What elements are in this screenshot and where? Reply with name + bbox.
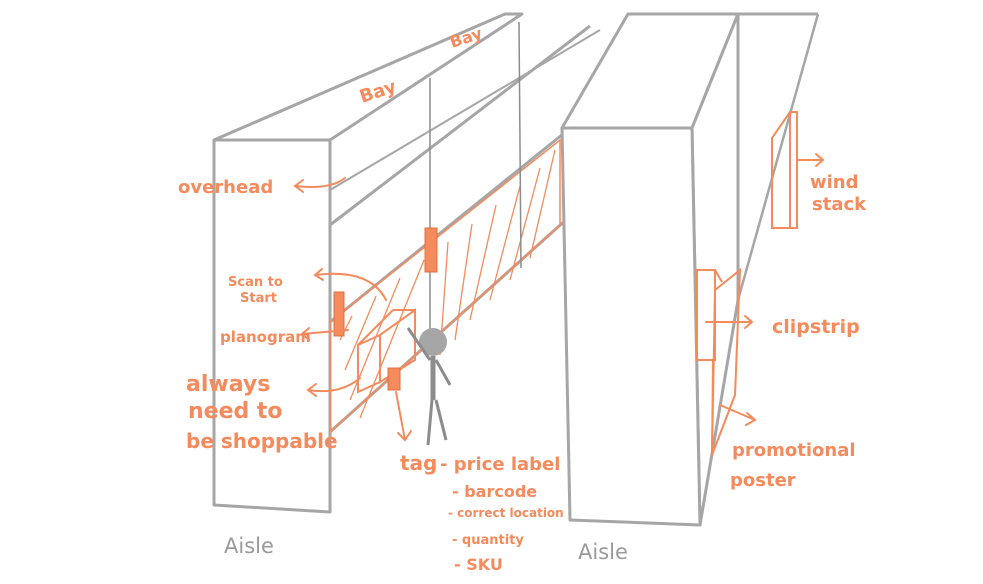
right-shelf-front-face bbox=[560, 126, 702, 527]
label-scan-to-start-1: Scan to bbox=[228, 275, 283, 290]
label-overhead: overhead bbox=[178, 177, 273, 198]
label-quantity: - quantity bbox=[452, 533, 524, 548]
label-always-1: always bbox=[186, 372, 270, 397]
label-sku: - SKU bbox=[454, 555, 503, 574]
label-aisle-right: Aisle bbox=[578, 540, 628, 564]
left-shelf-top-face bbox=[212, 12, 524, 142]
shelf-line-upper bbox=[329, 29, 601, 191]
arrow-shoppable bbox=[306, 377, 361, 397]
label-wing-stack-2: stack bbox=[812, 194, 867, 215]
hanging-sign-cords bbox=[429, 21, 522, 330]
label-price-label: - price label bbox=[440, 454, 560, 475]
shopper-figure bbox=[406, 327, 452, 446]
label-promotional-2: poster bbox=[730, 470, 796, 491]
left-shelf-unit bbox=[212, 12, 601, 514]
label-barcode: - barcode bbox=[452, 482, 537, 501]
arrow-wing-stack bbox=[796, 153, 825, 167]
shelf-line-top bbox=[329, 24, 591, 227]
label-aisle-left: Aisle bbox=[224, 534, 274, 558]
arrow-promotional bbox=[719, 404, 757, 426]
shopper-head bbox=[419, 328, 447, 356]
label-tag: tag bbox=[400, 451, 437, 475]
bay-label-2: Bay bbox=[447, 23, 485, 51]
arrow-overhead bbox=[293, 177, 346, 193]
label-scan-to-start-2: Start bbox=[240, 291, 277, 306]
price-tag-marker bbox=[387, 367, 401, 391]
planogram-marker bbox=[333, 291, 345, 337]
arrow-scan-to-start bbox=[313, 268, 387, 301]
arrow-tag bbox=[395, 391, 412, 442]
label-clipstrip: clipstrip bbox=[772, 316, 860, 338]
label-planogram: planogram bbox=[220, 328, 311, 346]
label-promotional-1: promotional bbox=[732, 440, 856, 461]
label-correct-location: - correct location bbox=[448, 506, 564, 520]
label-always-2: need to bbox=[188, 399, 283, 424]
hanging-tag-overhead bbox=[424, 227, 438, 273]
annotation-arrows bbox=[293, 153, 825, 454]
arrow-clipstrip-down bbox=[711, 359, 714, 454]
arrow-planogram bbox=[300, 327, 349, 341]
product-box bbox=[357, 308, 416, 394]
wing-stack bbox=[771, 111, 798, 229]
label-wing-stack-1: wind bbox=[810, 172, 859, 193]
label-always-3: be shoppable bbox=[186, 429, 338, 453]
arrow-clipstrip bbox=[705, 315, 754, 329]
